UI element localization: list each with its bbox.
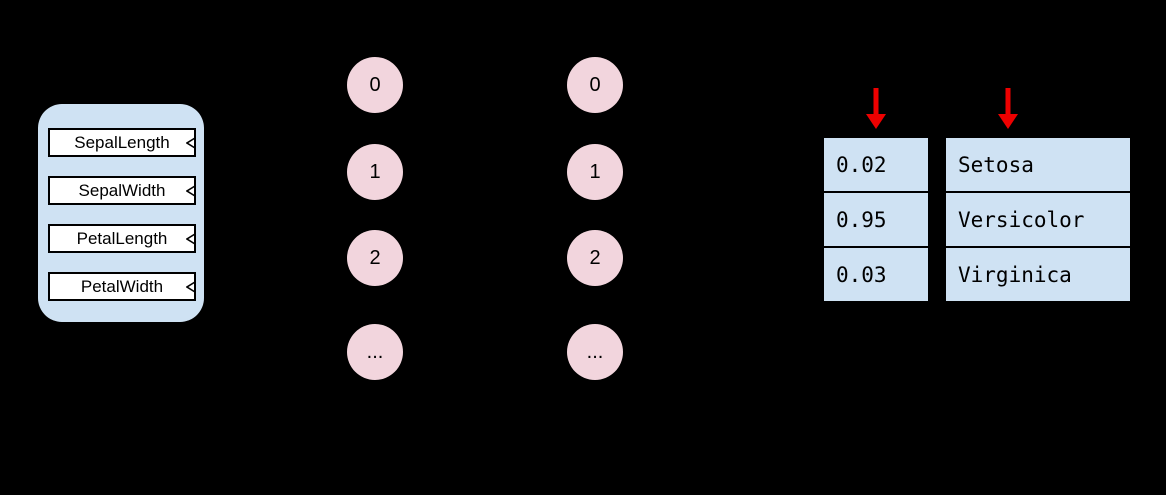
hidden2-node-0: 0 (567, 57, 623, 113)
red-down-arrow-icon (998, 88, 1018, 129)
node-label: 2 (589, 246, 601, 269)
feature-box-sepal-length: SepalLength (48, 128, 196, 157)
node-label: ... (586, 340, 604, 363)
node-label: ... (366, 340, 384, 363)
node-label: 2 (369, 246, 381, 269)
node-label: 1 (589, 160, 601, 183)
input-features-panel: SepalLength SepalWidth PetalLength Petal… (38, 104, 204, 322)
probability-cell-0: 0.02 (822, 136, 930, 193)
hidden2-node-ellipsis: ... (567, 324, 623, 380)
node-label: 1 (369, 160, 381, 183)
feature-label: PetalLength (76, 228, 168, 248)
node-label: 0 (369, 73, 381, 96)
class-label: Virginica (958, 262, 1072, 287)
feature-box-petal-width: PetalWidth (48, 272, 196, 301)
class-cell-virginica: Virginica (944, 246, 1132, 303)
class-cell-setosa: Setosa (944, 136, 1132, 193)
hidden1-node-1: 1 (347, 144, 403, 200)
hidden1-node-2: 2 (347, 230, 403, 286)
class-label: Setosa (958, 152, 1034, 177)
hidden2-node-1: 1 (567, 144, 623, 200)
hidden1-node-ellipsis: ... (347, 324, 403, 380)
left-arrowhead-icon (186, 280, 196, 293)
left-arrowhead-icon (186, 136, 196, 149)
probability-value: 0.03 (836, 262, 887, 287)
feature-label: SepalLength (74, 132, 170, 152)
feature-box-sepal-width: SepalWidth (48, 176, 196, 205)
probability-cell-2: 0.03 (822, 246, 930, 303)
class-cell-versicolor: Versicolor (944, 191, 1132, 248)
probability-value: 0.02 (836, 152, 887, 177)
red-down-arrow-icon (866, 88, 886, 129)
class-label: Versicolor (958, 207, 1085, 232)
left-arrowhead-icon (186, 232, 196, 245)
feature-label: SepalWidth (78, 180, 166, 200)
probability-value: 0.95 (836, 207, 887, 232)
feature-label: PetalWidth (80, 276, 164, 296)
left-arrowhead-icon (186, 184, 196, 197)
hidden2-node-2: 2 (567, 230, 623, 286)
feature-box-petal-length: PetalLength (48, 224, 196, 253)
probability-cell-1: 0.95 (822, 191, 930, 248)
hidden1-node-0: 0 (347, 57, 403, 113)
node-label: 0 (589, 73, 601, 96)
